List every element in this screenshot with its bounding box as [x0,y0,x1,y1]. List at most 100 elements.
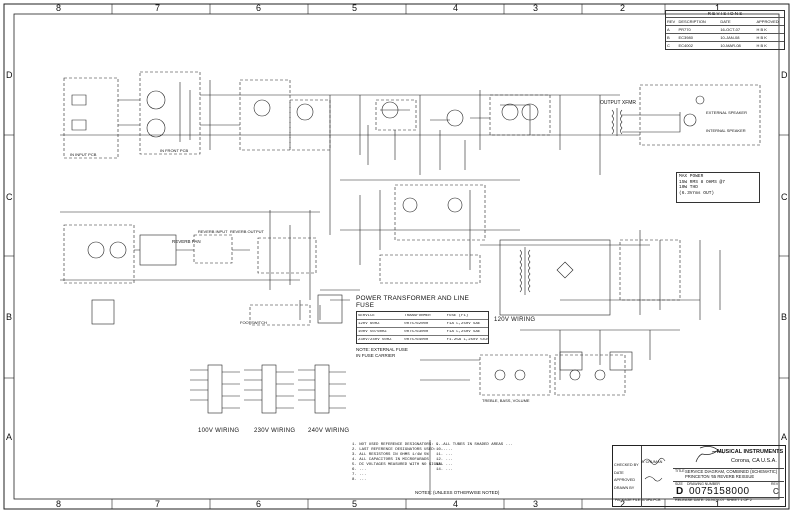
wiring-120v-label: 120V WIRING [494,317,536,323]
zone-bottom-6: 3 [533,499,539,509]
drawn-label: DRAWN BY [614,485,635,490]
notes-footer: NOTES: (UNLESS OTHERWISE NOTED) [415,490,500,495]
reverb-section [60,210,320,326]
title-block: CHECKED BY DATE APPROVED DRAWN BY A. CRU… [612,445,786,507]
zone-top-5: 4 [453,3,459,13]
drawing-number: 0075158000 [689,486,750,497]
rev-header-description: DESCRIPTION [678,19,706,24]
package-file-label: PACKAGE FILE [615,498,641,502]
treble-bass-label: TREBLE, BASS, VOLUME [482,398,530,403]
max-power-line: (6.3Vrms OUT) [679,190,715,196]
rev-cell: PR770 [678,27,691,32]
rev-cell: 10-JAN-08 [720,35,740,40]
table-row: C EC4002 10-MAR-08 H B K [666,41,784,49]
zone-side-b-right: B [781,312,788,322]
pt-cell: 230V/240V 50HZ [358,337,392,342]
zone-side-a-left: A [6,432,13,442]
table-row: 100V 50/60HZ 0075763000 F1A L,250V SAE [357,327,488,335]
zone-top-8: 1 [715,3,721,13]
rev-cell: H B K [756,43,767,48]
sheet-value: SHEET 1 OF 2 [726,498,752,502]
note-item: 7. ... [352,473,367,477]
power-supply [299,179,520,324]
pt-cell: F1A L,250V SAE [446,321,481,326]
revisions-header-row: REV DESCRIPTION DATE APPROVED [666,17,784,25]
table-row: B EC3980 10-JAN-08 H B K [666,33,784,41]
zone-top-1: 8 [56,3,62,13]
release-label: RELEASE DATE [675,498,704,502]
table-row: A PR770 16-OCT-07 H B K [666,25,784,33]
rev-cell: 16-OCT-07 [720,27,741,32]
note-line: IN FUSE CARRIER [356,353,396,358]
zone-bottom-8: 1 [715,499,721,509]
zone-top-3: 6 [256,3,262,13]
title-line-2: PRINCETON '65 REVERB REISSUE [685,474,755,479]
wiring-transformers [190,364,346,414]
power-transformer-table: SERVICE TRANSFORMER FUSE (F1) 120V 60HZ … [356,311,489,344]
power-transformer-box: POWER TRANSFORMER AND LINE FUSE SERVICE … [356,295,489,359]
drawn-by-value: A. CRUMAN [641,460,663,464]
checked-label: CHECKED BY [614,463,639,467]
rev-cell: 10-MAR-08 [720,43,741,48]
title-line-1: SERVICE DIAGRAM, COMBINED (SCHEMATIC) [685,469,778,474]
wiring-100v-label: 100V WIRING [198,428,240,434]
rev-cell: C [667,43,670,48]
rev-cell: B [667,35,670,40]
int-speaker-label: INTERNAL SPEAKER [706,128,746,133]
power-transformer-note: NOTE: EXTERNAL FUSE IN FUSE CARRIER [356,347,489,359]
note-item: 11. ... [436,453,453,457]
note-item: 9. ALL TUBES IN SHADED AREAS ... [436,443,513,447]
rev-cell: H B K [756,35,767,40]
zone-side-c-left: C [6,192,13,202]
table-row: 120V 60HZ 0075762000 F1A L,250V SAE [357,319,488,327]
inner-border [13,13,780,500]
footswitch-label: FOOTSWITCH [240,320,267,325]
title-label: TITLE [675,469,685,473]
wiring-230v-label: 230V WIRING [254,428,296,434]
revisions-title: R E V I S I O N S [707,11,743,16]
zone-bottom-3: 6 [256,499,262,509]
zone-bottom-1: 8 [56,499,62,509]
notes-right: 9. ALL TUBES IN SHADED AREAS ... 10. ...… [436,443,513,473]
power-transformer-section [480,230,721,380]
reverb-input-label: REVERB INPUT [198,229,228,234]
revisions-table: R E V I S I O N S REV DESCRIPTION DATE A… [665,10,785,50]
rev-cell: A [667,27,670,32]
rev-cell: EC3980 [678,35,693,40]
zone-side-d-right: D [781,70,788,80]
zone-side-a-right: A [781,432,788,442]
note-item: 1. NOT USED REFERENCE DESIGNATORS: ... [352,443,444,447]
zone-bottom-7: 2 [620,499,626,509]
date-label: DATE [614,470,624,475]
rev-header-rev: REV [667,19,676,24]
package-file: 075PA.PCB [641,498,661,502]
max-power-title: MAX POWER [679,174,704,179]
pt-header: SERVICE [358,313,375,318]
in-input-label: IN INPUT PCB [70,152,97,157]
title-block-left: CHECKED BY DATE APPROVED DRAWN BY [613,446,642,507]
release-divider [673,497,784,498]
output-xfmr-label: OUTPUT XFMR [600,100,637,106]
max-power-line: 10W THD [679,185,698,190]
note-item: 3. ALL RESISTORS IN OHMS 1/4W 5% [352,453,429,457]
note-item: 6. ... [352,468,367,472]
rev-label: REV [771,482,779,486]
power-transformer-title: POWER TRANSFORMER AND LINE FUSE [356,295,470,309]
pt-cell: 0075762000 [404,321,429,326]
rev-header-date: DATE [720,19,731,24]
input-section [63,71,240,159]
notes-left: 1. NOT USED REFERENCE DESIGNATORS: ... 2… [352,443,446,483]
pt-cell: 100V 50/60HZ [358,329,387,334]
zone-bottom-4: 5 [352,499,358,509]
pt-header: TRANSFORMER [404,313,431,318]
in-front-label: IN FRONT PCB [160,148,189,153]
note-item: 4. ALL CAPACITORS IN MICROFARADS [352,458,429,462]
pt-cell: F1A L,250V SAE [446,329,481,334]
note-item: 10. ... [436,448,453,452]
zone-side-d-left: D [6,70,13,80]
zone-bottom-2: 7 [155,499,161,509]
zone-ticks [4,4,789,509]
zone-side-c-right: C [781,192,788,202]
outer-border [3,3,790,510]
